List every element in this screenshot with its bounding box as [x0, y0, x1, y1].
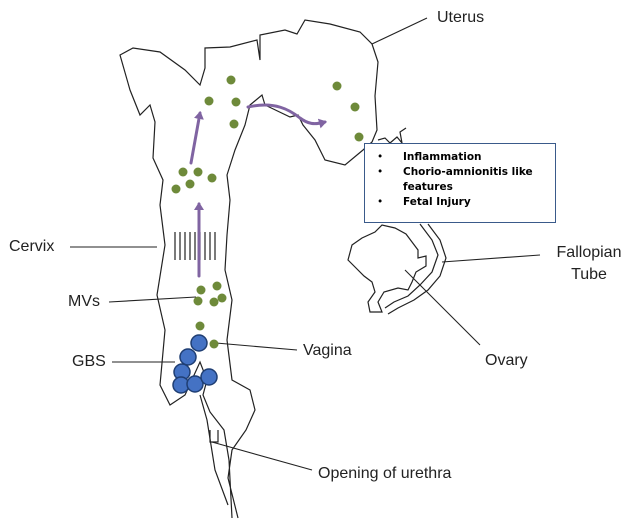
fallopian-label-line2: Tube	[546, 266, 632, 284]
mv-dot	[205, 97, 214, 106]
effect-item: •Chorio-amnionitis like features	[373, 165, 543, 195]
bullet-icon: •	[377, 165, 383, 180]
mv-dot	[196, 322, 205, 331]
effect-item: •Inflammation	[373, 150, 547, 165]
fallopian-label-line1: Fallopian	[546, 244, 632, 262]
urethra-opening	[210, 430, 218, 442]
effect-item: •Fetal Injury	[373, 195, 547, 210]
mv-dot	[197, 286, 206, 295]
pointer-lines	[70, 18, 540, 470]
mv-dot	[194, 168, 203, 177]
fallopian-tube-label: Fallopian Tube	[546, 244, 632, 283]
effects-box: •Inflammation •Chorio-amnionitis like fe…	[364, 143, 556, 223]
bullet-icon: •	[377, 195, 383, 210]
mv-dot	[208, 174, 217, 183]
mv-dot	[227, 76, 236, 85]
mv-dot	[232, 98, 241, 107]
mv-dot	[218, 294, 227, 303]
ovary-label: Ovary	[485, 352, 528, 370]
gbs-bacterium	[191, 335, 207, 351]
gbs-label: GBS	[72, 353, 106, 371]
mv-dot	[194, 297, 203, 306]
mvs-label: MVs	[68, 293, 100, 311]
vagina-label: Vagina	[303, 342, 352, 360]
cervix-label: Cervix	[9, 238, 54, 256]
mv-dot	[213, 282, 222, 291]
mv-dot	[230, 120, 239, 129]
gbs-bacterium	[201, 369, 217, 385]
migration-arrows	[191, 105, 325, 276]
arrow-uterus-to-horn	[248, 105, 325, 124]
uterus-label: Uterus	[437, 9, 484, 27]
mv-dot	[210, 340, 219, 349]
uterus-outline	[120, 20, 378, 518]
urethra-label: Opening of urethra	[318, 465, 451, 483]
mv-dot	[351, 103, 360, 112]
arrow-cervix-to-uterus	[191, 113, 200, 163]
mv-dot	[172, 185, 181, 194]
mv-dot	[355, 133, 364, 142]
fallopian-tube	[385, 224, 446, 314]
gbs-bacterium	[180, 349, 196, 365]
fimbriae	[378, 128, 406, 143]
ovary-shape	[348, 225, 426, 312]
cervix-hatch	[175, 232, 215, 260]
mv-dot	[186, 180, 195, 189]
bullet-icon: •	[377, 150, 383, 165]
mv-dot	[210, 298, 219, 307]
mv-dot	[333, 82, 342, 91]
mv-dot	[179, 168, 188, 177]
vaginal-fold	[200, 395, 228, 505]
